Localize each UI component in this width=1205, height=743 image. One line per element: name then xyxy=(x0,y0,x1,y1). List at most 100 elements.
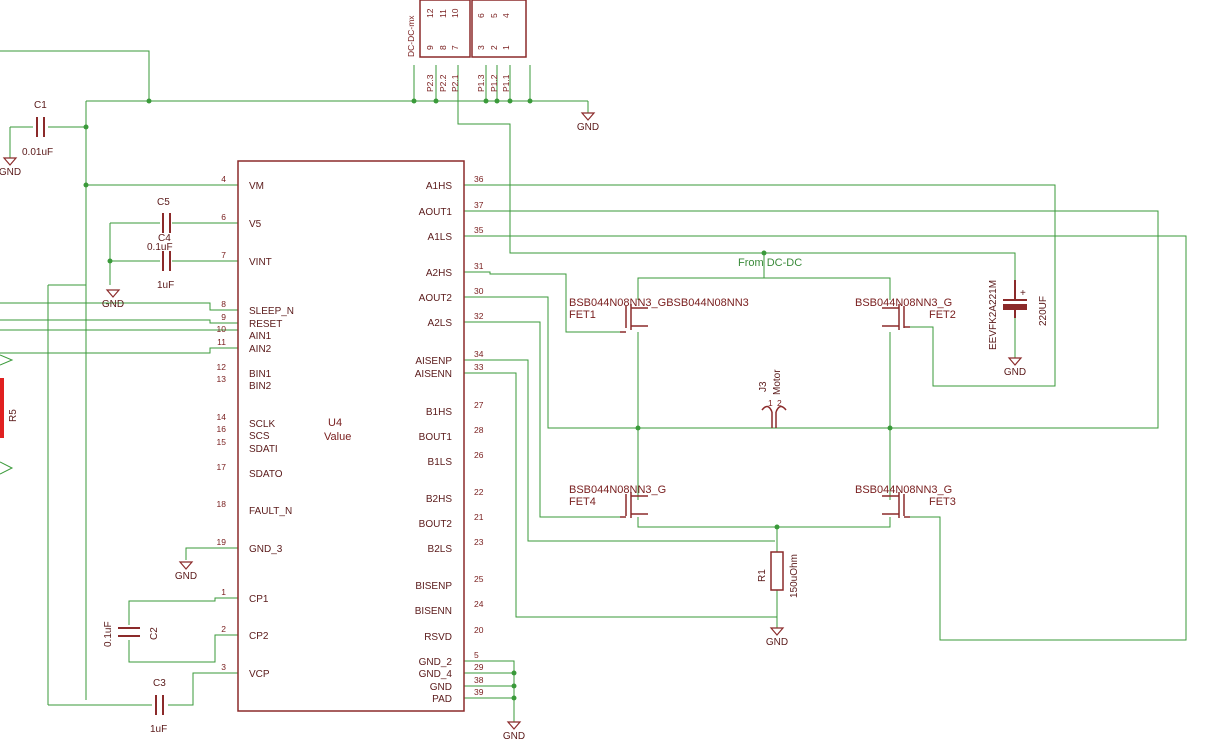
u4-left-pin-name: RESET xyxy=(249,319,282,330)
u4-right-pin-number: 31 xyxy=(474,261,484,271)
u4-left-pin-name: FAULT_N xyxy=(249,506,292,517)
c1-value: 0.01uF xyxy=(22,147,53,158)
fet3-symbol[interactable] xyxy=(882,492,910,518)
net-label-from-dcdc: From DC-DC xyxy=(738,257,802,269)
u4-right-pin-number: 25 xyxy=(474,574,484,584)
capacitor-c4[interactable] xyxy=(162,251,171,271)
c5-name: C5 xyxy=(157,197,170,208)
u4-right-pin-name: A2HS xyxy=(426,268,452,279)
c4-value: 1uF xyxy=(157,280,174,291)
u4-right-pin-name: AISENP xyxy=(415,356,452,367)
c1-name: C1 xyxy=(34,100,47,111)
u4-right-pin-name: B1LS xyxy=(428,457,453,468)
fet2-symbol[interactable] xyxy=(882,304,910,330)
u4-left-pin-number: 10 xyxy=(217,324,227,334)
connector-net-label: P2.1 xyxy=(450,74,460,92)
u4-right-pin-name: BISENN xyxy=(415,606,452,617)
u4-left-pin-name: V5 xyxy=(249,219,262,230)
u4-right-pin-number: 29 xyxy=(474,662,484,672)
connector-top-pin: 10 xyxy=(450,8,460,18)
u4-left-pin-number: 19 xyxy=(217,537,227,547)
u4-right-pin-name: BOUT1 xyxy=(419,432,453,443)
fet4-part: BSB044N08NN3_G xyxy=(569,484,666,496)
dc-dc-connector[interactable] xyxy=(419,0,527,58)
motor-name: Motor xyxy=(772,369,783,395)
connector-net-label: P2.3 xyxy=(425,74,435,92)
fet2-name: FET2 xyxy=(929,309,956,321)
resistor-r5[interactable] xyxy=(0,354,14,475)
u4-right-pin-number: 36 xyxy=(474,174,484,184)
c4-name: C4 xyxy=(158,233,171,244)
connector-net-label: P1.2 xyxy=(489,74,499,92)
u4-right-pin-number: 34 xyxy=(474,349,484,359)
connector-label: DC-DC-mx xyxy=(406,15,416,57)
capacitor-c2[interactable] xyxy=(118,627,140,637)
gnd-icon: GND xyxy=(0,157,21,178)
gnd-label: GND xyxy=(503,731,525,742)
u4-left-pin-number: 7 xyxy=(221,250,226,260)
u4-right-pin-number: 20 xyxy=(474,625,484,635)
fet4-name: FET4 xyxy=(569,496,596,508)
gnd-label: GND xyxy=(102,299,124,310)
u4-right-pin-name: GND_4 xyxy=(419,669,453,680)
u4-right-pin-number: 23 xyxy=(474,537,484,547)
connector-mid-pin: 7 xyxy=(450,45,460,50)
u4-left-pin-name: VINT xyxy=(249,257,272,268)
gnd-label: GND xyxy=(175,571,197,582)
u4-right-pin-name: PAD xyxy=(432,694,452,705)
bulk-cap-part: EEVFK2A221M xyxy=(988,280,999,350)
c2-value: 0.1uF xyxy=(103,621,114,647)
u4-right-pin-number: 30 xyxy=(474,286,484,296)
motor-pin1: 1 xyxy=(768,398,773,408)
u4-right-pin-number: 35 xyxy=(474,225,484,235)
u4-right-pin-name: AOUT1 xyxy=(419,207,453,218)
bulk-cap-value: 220UF xyxy=(1038,296,1049,326)
u4-right-pin-name: GND xyxy=(430,682,452,693)
motor-ref: J3 xyxy=(758,381,769,392)
fet4-symbol[interactable] xyxy=(620,492,648,518)
u4-right-pin-name: AOUT2 xyxy=(419,293,453,304)
u4-right-pin-number: 27 xyxy=(474,400,484,410)
u4-right-pin-name: BISENP xyxy=(415,581,452,592)
u4-left-pin-name: SLEEP_N xyxy=(249,306,294,317)
u4-right-pins: 36A1HS37AOUT135A1LS31A2HS30AOUT232A2LS34… xyxy=(415,174,484,705)
u4-name: U4 xyxy=(328,417,342,429)
motor-j3[interactable] xyxy=(761,405,787,428)
fet1-symbol[interactable] xyxy=(620,304,648,333)
u4-right-pin-number: 21 xyxy=(474,512,484,522)
bulk-capacitor[interactable] xyxy=(1003,280,1027,318)
u4-right-pin-number: 5 xyxy=(474,650,479,660)
resistor-r1[interactable] xyxy=(770,551,784,591)
u4-right-pin-name: GND_2 xyxy=(419,657,453,668)
connector-top-pin: 11 xyxy=(438,9,448,18)
capacitor-c3[interactable] xyxy=(155,695,164,715)
fet3-name: FET3 xyxy=(929,496,956,508)
fet3-part: BSB044N08NN3_G xyxy=(855,484,952,496)
junction-dots xyxy=(83,98,893,701)
connector-top-pin: 5 xyxy=(489,13,499,18)
connector-net-label: P2.2 xyxy=(438,74,448,92)
u4-right-pin-name: A1LS xyxy=(428,232,453,243)
capacitor-c1[interactable] xyxy=(36,117,45,137)
u4-chip[interactable]: U4 Value xyxy=(237,160,465,712)
fets xyxy=(620,304,910,518)
connector-mid-pin: 3 xyxy=(476,45,486,50)
connector-top-pin: 6 xyxy=(476,13,486,18)
u4-left-pin-number: 3 xyxy=(221,662,226,672)
u4-right-pin-number: 22 xyxy=(474,487,484,497)
u4-left-pin-name: SCLK xyxy=(249,419,275,430)
u4-left-pin-number: 9 xyxy=(221,312,226,322)
u4-left-pin-name: CP1 xyxy=(249,594,269,605)
fet2-part: BSB044N08NN3_G xyxy=(855,297,952,309)
connector-mid-pin: 9 xyxy=(425,45,435,50)
u4-left-pin-name: CP2 xyxy=(249,631,269,642)
gnd-icon: GND xyxy=(577,112,599,133)
capacitor-c5[interactable] xyxy=(162,213,171,233)
fet1-name: FET1 xyxy=(569,309,596,321)
u4-right-pin-number: 38 xyxy=(474,675,484,685)
gnd-icon: GND xyxy=(766,627,788,648)
fet1-part: BSB044N08NN3_GBSB044N08NN3 xyxy=(569,297,749,309)
